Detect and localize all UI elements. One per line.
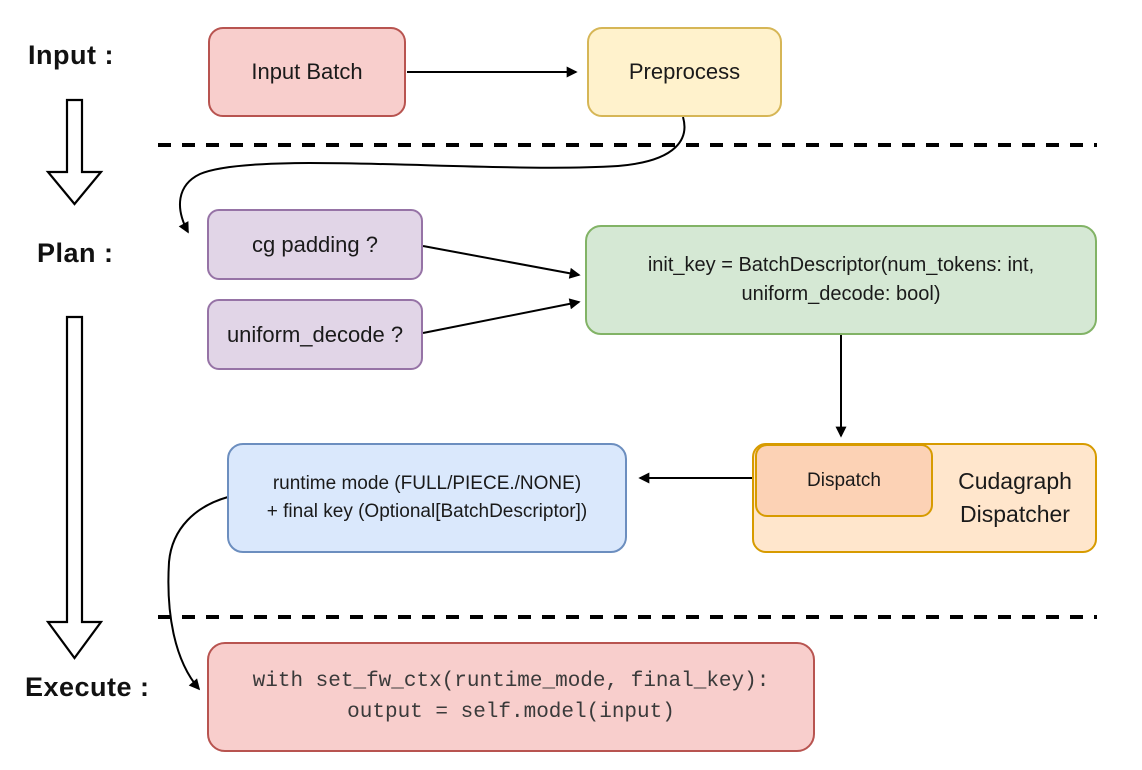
init-key-line1: init_key = BatchDescriptor(num_tokens: i… [647, 254, 1035, 276]
input-batch-node: Input Batch [208, 27, 406, 117]
stage-label-input: Input : [28, 40, 114, 70]
cg-padding-label: cg padding ? [252, 231, 378, 257]
cg-padding-node: cg padding ? [207, 209, 423, 280]
cudagraph-title-line2: Dispatcher [960, 501, 1070, 527]
arrow-cg-padding-to-init-key [422, 245, 581, 279]
cudagraph-title-line1: Cudagraph [958, 467, 1072, 494]
stage-arrow-plan-to-execute [45, 315, 104, 660]
cudagraph-dispatcher-title: Cudagraph Dispatcher [933, 443, 1097, 553]
execute-code-line2: output = self.model(input) [347, 701, 675, 724]
init-key-node: init_key = BatchDescriptor(num_tokens: i… [585, 225, 1097, 335]
dispatch-label: Dispatch [807, 469, 881, 491]
execute-code-line1: with set_fw_ctx(runtime_mode, final_key)… [252, 669, 770, 693]
runtime-mode-line2: + final key (Optional[BatchDescriptor]) [266, 501, 588, 522]
uniform-decode-label: uniform_decode ? [226, 321, 404, 347]
dispatch-node: Dispatch [755, 444, 933, 517]
preprocess-node: Preprocess [587, 27, 782, 117]
runtime-mode-node: runtime mode (FULL/PIECE./NONE) + final … [227, 443, 627, 553]
init-key-line2: uniform_decode: bool) [741, 283, 941, 305]
stage-arrow-input-to-plan [45, 98, 104, 206]
stage-label-execute: Execute : [25, 672, 150, 702]
arrow-uniform-decode-to-init-key [422, 298, 581, 334]
uniform-decode-node: uniform_decode ? [207, 299, 423, 370]
stage-label-plan: Plan : [37, 238, 114, 268]
preprocess-label: Preprocess [628, 59, 741, 85]
arrow-runtime-mode-to-execute-code [167, 496, 229, 691]
input-batch-label: Input Batch [251, 59, 363, 85]
execute-code-node: with set_fw_ctx(runtime_mode, final_key)… [207, 642, 815, 752]
arrow-preprocess-to-cg-padding [178, 116, 686, 234]
runtime-mode-line1: runtime mode (FULL/PIECE./NONE) [272, 473, 582, 495]
